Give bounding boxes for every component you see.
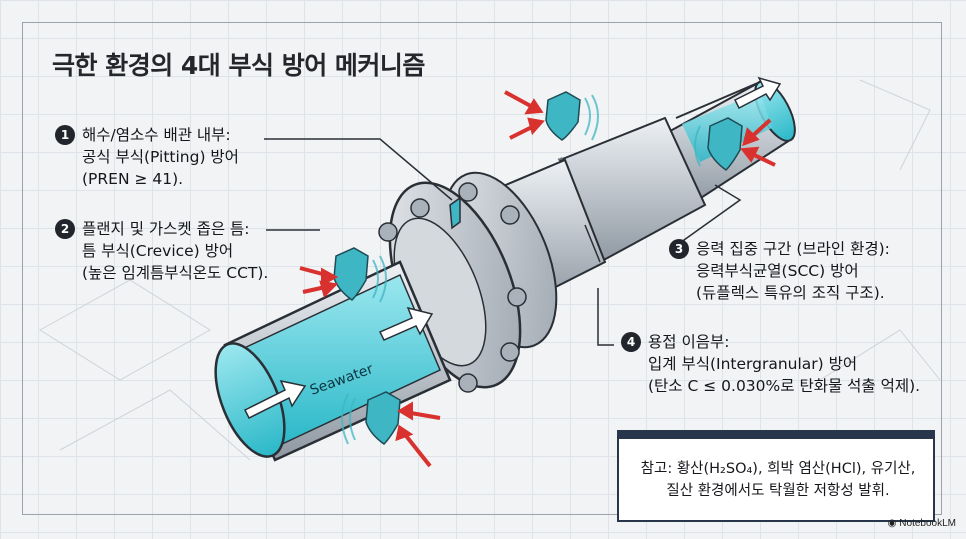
shield-icons: [333, 91, 743, 445]
callout-1: 1 해수/염소수 배관 내부: 공식 부식(Pitting) 방어 (PREN …: [55, 124, 239, 190]
callout-2-line-2: 틈 부식(Crevice) 방어: [82, 242, 234, 260]
callout-4-line-1: 용접 이음부:: [648, 333, 730, 351]
shield-waves: [341, 94, 701, 445]
callout-2-line-3: (높은 임계틈부식온도 CCT).: [82, 264, 269, 282]
callout-4: 4 용접 이음부: 입계 부식(Intergranular) 방어 (탄소 C …: [621, 331, 921, 397]
reference-note-box: 참고: 황산(H₂SO₄), 희박 염산(HCl), 유기산, 질산 환경에서도…: [617, 430, 935, 522]
notebooklm-logo-icon: ◉: [887, 518, 897, 529]
brand-watermark: ◉NotebookLM: [888, 518, 956, 529]
callout-1-line-1: 해수/염소수 배관 내부:: [82, 126, 231, 144]
callout-2-number: 2: [55, 219, 75, 239]
callout-4-line-3: (탄소 C ≤ 0.030%로 탄화물 석출 억제).: [648, 377, 921, 395]
reference-note-line-1: 참고: 황산(H₂SO₄), 희박 염산(HCl), 유기산,: [640, 461, 916, 477]
callout-2: 2 플랜지 및 가스켓 좁은 틈: 틈 부식(Crevice) 방어 (높은 임…: [55, 218, 269, 284]
brand-label: NotebookLM: [899, 518, 956, 529]
callout-3-line-2: 응력부식균열(SCC) 방어: [696, 262, 859, 280]
callout-2-line-1: 플랜지 및 가스켓 좁은 틈:: [82, 220, 250, 238]
background-sketch: [39, 79, 941, 461]
page-title: 극한 환경의 4대 부식 방어 메커니즘: [52, 51, 425, 80]
callout-3-number: 3: [669, 239, 689, 259]
callout-4-line-2: 입계 부식(Intergranular) 방어: [648, 355, 858, 373]
diagram-frame: [22, 22, 942, 515]
callout-3-line-1: 응력 집중 구간 (브라인 환경):: [696, 240, 890, 258]
flow-arrows: [243, 76, 782, 420]
callout-1-number: 1: [55, 125, 75, 145]
reference-note-text: 참고: 황산(H₂SO₄), 희박 염산(HCl), 유기산, 질산 환경에서도…: [633, 458, 923, 502]
leader-lines: [264, 138, 742, 346]
callout-1-line-3: (PREN ≥ 41).: [82, 170, 184, 188]
reference-note-line-2: 질산 환경에서도 탁월한 저항성 발휘.: [666, 483, 890, 499]
callout-3: 3 응력 집중 구간 (브라인 환경): 응력부식균열(SCC) 방어 (듀플렉…: [669, 238, 890, 304]
attack-arrows: [299, 90, 776, 468]
callout-4-number: 4: [621, 332, 641, 352]
callout-1-line-2: 공식 부식(Pitting) 방어: [82, 148, 239, 166]
callout-3-line-3: (듀플렉스 특유의 조직 구조).: [696, 284, 885, 302]
